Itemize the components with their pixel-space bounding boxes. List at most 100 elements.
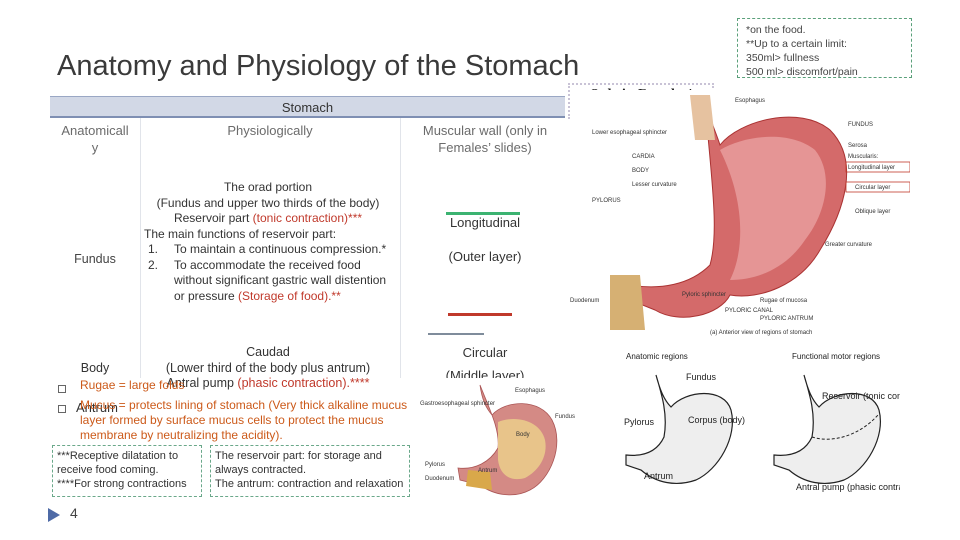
top-note-box: *on the food. **Up to a certain limit: 3… bbox=[737, 18, 912, 78]
bullet-icon bbox=[58, 382, 72, 396]
middle-layer-clip: (Middle layer) bbox=[420, 365, 550, 378]
figure-label: Reservoir (tonic contractions) bbox=[822, 391, 900, 401]
column-header-anatomically: Anatomicall y bbox=[50, 122, 140, 156]
footnote-line: The reservoir part: for storage and alwa… bbox=[215, 450, 382, 476]
highlight-box bbox=[845, 161, 910, 173]
red-line-marker bbox=[448, 313, 512, 316]
figure-label: Oblique layer bbox=[855, 209, 890, 215]
figure-label: Esophagus bbox=[515, 388, 545, 394]
figure-label: Antrum bbox=[644, 471, 673, 481]
antrum-label: Antrum bbox=[76, 400, 118, 415]
footnote-line: ****For strong contractions bbox=[57, 478, 187, 490]
list-item: 1. To maintain a continuous compression.* bbox=[148, 242, 388, 258]
orad-line: The orad portion bbox=[223, 180, 313, 194]
fundus-label: Fundus bbox=[74, 252, 116, 266]
figure-label: Greater curvature bbox=[825, 242, 873, 248]
figure-label: Fundus bbox=[686, 372, 717, 382]
functions-list: 1. To maintain a continuous compression.*… bbox=[148, 242, 388, 304]
rugae-text: Rugae = large folds bbox=[80, 378, 185, 392]
mucus-text: Mucus = protects lining of stomach (Very… bbox=[80, 398, 410, 443]
footnote-line: ***Receptive dilatation to receive food … bbox=[57, 450, 179, 476]
figure-label: Pylorus bbox=[624, 417, 655, 427]
list-text: To accommodate the received food without… bbox=[174, 258, 388, 305]
note-line: **Up to a certain limit: bbox=[746, 38, 847, 50]
page-title: Anatomy and Physiology of the Stomach bbox=[57, 50, 580, 82]
stomach-diagram bbox=[610, 95, 848, 330]
circular-label: Circular bbox=[462, 345, 508, 360]
text: (tonic contraction)*** bbox=[252, 211, 363, 225]
figure-label: Fundus bbox=[555, 414, 575, 420]
longitudinal-label: Longitudinal bbox=[449, 215, 521, 230]
text: (phasic contraction).**** bbox=[237, 376, 370, 390]
green-line-marker bbox=[446, 212, 520, 215]
figure-label: Serosa bbox=[848, 143, 868, 149]
middle-layer-label: (Middle layer) bbox=[445, 368, 525, 378]
column-divider bbox=[140, 118, 141, 378]
gray-line-marker bbox=[428, 333, 484, 335]
figure-label: Muscularis: bbox=[848, 154, 879, 160]
figure-label: Duodenum bbox=[570, 298, 599, 304]
header-text: y bbox=[91, 140, 99, 155]
list-number: 2. bbox=[148, 257, 159, 272]
figure-caption: (a) Anterior view of regions of stomach bbox=[710, 330, 812, 336]
figure-label: CARDIA bbox=[632, 154, 655, 160]
figure-label: PYLORUS bbox=[592, 198, 621, 204]
figure-heading: Functional motor regions bbox=[792, 352, 880, 361]
figure-labels: Esophagus FUNDUS Serosa Muscularis: Long… bbox=[570, 98, 910, 336]
figure-label: Esophagus bbox=[735, 98, 765, 104]
note-line: 350ml> fullness bbox=[746, 52, 820, 64]
figure-label: Gastroesophageal sphincter bbox=[420, 401, 495, 407]
footnote-box-right: The reservoir part: for storage and alwa… bbox=[210, 445, 410, 497]
outer-layer-label: (Outer layer) bbox=[448, 249, 522, 264]
table-header: Stomach bbox=[50, 96, 565, 118]
slide-number: 4 bbox=[70, 505, 78, 521]
functional-regions-figure: Anatomic regions Functional motor region… bbox=[596, 345, 900, 497]
orad-line: The main functions of reservoir part: bbox=[144, 226, 337, 241]
list-number: 1. bbox=[148, 242, 159, 256]
figure-label: PYLORIC ANTRUM bbox=[760, 316, 813, 322]
footnote-line: The antrum: contraction and relaxation bbox=[215, 478, 404, 490]
text: To accommodate the received food without… bbox=[174, 257, 387, 303]
caudal-label: Caudad bbox=[246, 345, 290, 359]
orad-description: The orad portion (Fundus and upper two t… bbox=[144, 180, 388, 304]
figure-label: Circular layer bbox=[855, 185, 890, 191]
figure-label: Pylorus bbox=[425, 462, 445, 468]
column-divider bbox=[400, 118, 401, 378]
header-text: Anatomicall bbox=[61, 123, 129, 138]
text: (Very thick alkaline mucus layer formed … bbox=[80, 398, 408, 442]
column-header-physiologically: Physiologically bbox=[227, 123, 313, 138]
figure-label: PYLORIC CANAL bbox=[725, 308, 774, 314]
list-item: 2. To accommodate the received food witho… bbox=[148, 258, 388, 305]
figure-label: Duodenum bbox=[425, 476, 454, 482]
antral-pump-text: Antral pump (phasic contraction).**** bbox=[148, 375, 388, 391]
figure-label: Corpus (body) bbox=[688, 415, 745, 425]
note-line: *on the food. bbox=[746, 24, 806, 36]
figure-label: Pyloric sphincter bbox=[682, 292, 726, 298]
caudal-description: (Lower third of the body plus antrum) bbox=[165, 361, 371, 375]
stomach-regions-diagram: Esophagus Gastroesophageal sphincter Fun… bbox=[420, 384, 575, 496]
list-text: To maintain a continuous compression.* bbox=[174, 242, 387, 256]
figure-label: Rugae of mucosa bbox=[760, 298, 808, 304]
functional-regions-diagram: Anatomic regions Functional motor region… bbox=[624, 352, 900, 492]
stomach-anatomy-figure: Esophagus FUNDUS Serosa Muscularis: Long… bbox=[570, 90, 910, 340]
figure-label: Lower esophageal sphincter bbox=[592, 130, 667, 136]
column-header-muscular-wall: Muscular wall (only in Females’ slides) bbox=[422, 123, 548, 155]
figure-label: Antral pump (phasic contractions) bbox=[796, 482, 900, 492]
bullet-icon bbox=[58, 402, 72, 416]
figure-heading: Anatomic regions bbox=[626, 352, 688, 361]
figure-label: Antrum bbox=[478, 468, 497, 474]
figure-label: Lesser curvature bbox=[632, 182, 677, 188]
text: (Storage of food).** bbox=[238, 288, 341, 303]
arrow-icon bbox=[48, 508, 60, 522]
highlight-box bbox=[845, 181, 910, 193]
text: Mucus = protects lining of stomach bbox=[80, 398, 269, 412]
body-label: Body bbox=[80, 361, 110, 375]
note-line: 500 ml> discomfort/pain bbox=[746, 66, 858, 78]
text: Reservoir part bbox=[173, 211, 253, 225]
figure-label: Body bbox=[516, 432, 530, 438]
text: Antral pump bbox=[166, 376, 238, 390]
stomach-regions-figure: Esophagus Gastroesophageal sphincter Fun… bbox=[420, 380, 580, 498]
orad-line: (Fundus and upper two thirds of the body… bbox=[156, 195, 380, 210]
figure-label: Longitudinal layer bbox=[848, 165, 895, 171]
figure-label: BODY bbox=[632, 168, 649, 174]
